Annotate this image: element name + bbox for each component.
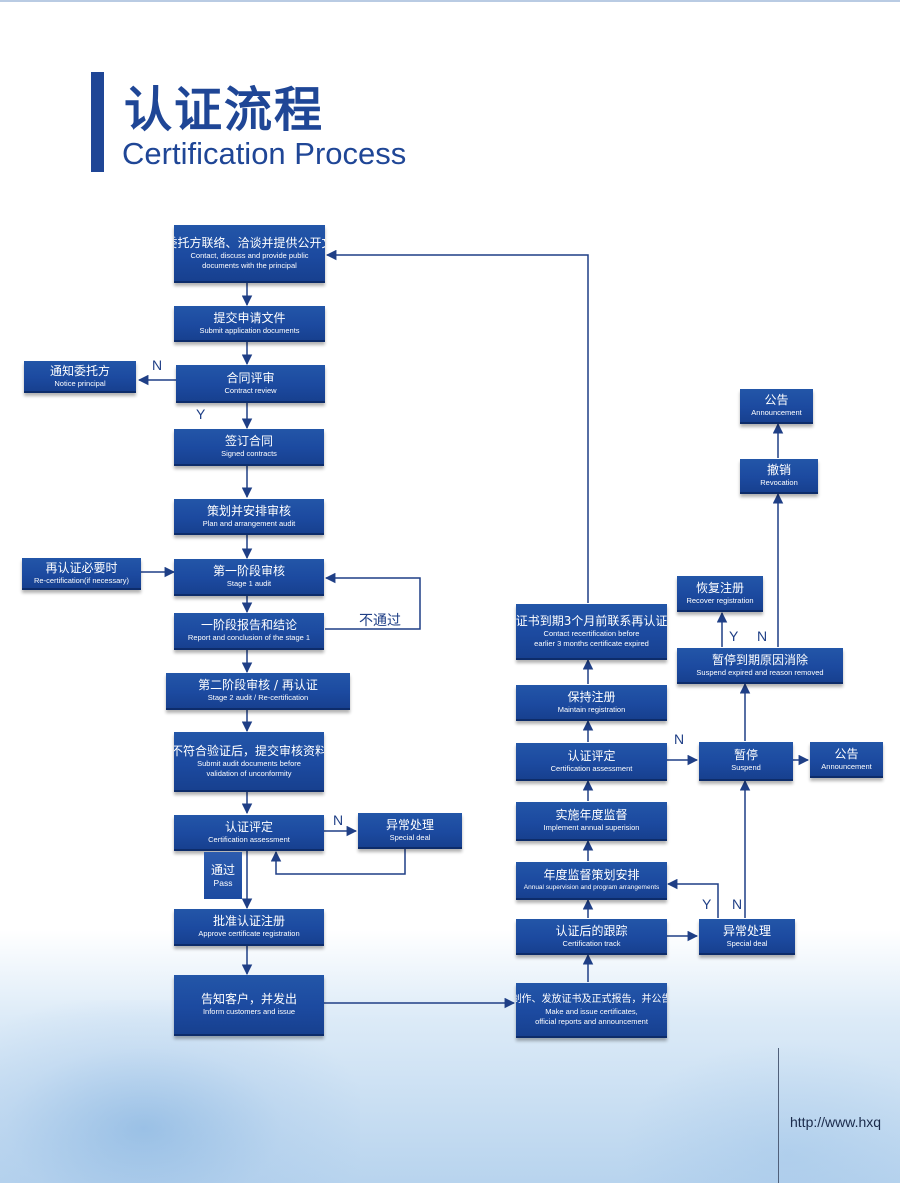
edge-label-n-expired-revocation: N <box>757 628 768 644</box>
arrow-special-return <box>270 849 406 875</box>
page-title-chinese: 认证流程 <box>124 82 325 138</box>
node-signed-contracts: 签订合同 Signed contracts <box>174 429 324 466</box>
node-maintain-registration: 保持注册 Maintain registration <box>516 685 667 721</box>
node-notice-principal: 通知委托方 Notice principal <box>24 361 136 393</box>
node-announcement-top: 公告 Announcement <box>740 389 813 424</box>
node-revocation: 撤销 Revocation <box>740 459 818 494</box>
edge-label-fail-stage1: 不通过 <box>359 613 401 629</box>
node-submit-application: 提交申请文件 Submit application documents <box>174 306 325 342</box>
node-certification-track: 认证后的跟踪 Certification track <box>516 919 667 955</box>
node-approve-registration: 批准认证注册 Approve certificate registration <box>174 909 324 946</box>
arrow-special-annualplan <box>666 878 719 918</box>
arrow-recert-contact <box>325 249 589 603</box>
website-url[interactable]: http://www.hxq <box>790 1114 882 1130</box>
arrow-report-fail-loop <box>324 572 421 630</box>
edge-label-y-expired-recover: Y <box>729 628 739 644</box>
node-stage2-audit: 第二阶段审核 / 再认证 Stage 2 audit / Re-certific… <box>166 673 350 710</box>
edge-label-n-review-notice: N <box>152 357 163 373</box>
edge-label-n-assess-special: N <box>333 812 344 828</box>
node-make-issue-certificates: 制作、发放证书及正式报告，并公告 Make and issue certific… <box>516 983 667 1038</box>
node-certification-assessment-left: 认证评定 Certification assessment <box>174 815 324 851</box>
title-accent-bar <box>91 72 104 172</box>
node-suspend: 暂停 Suspend <box>699 742 793 781</box>
node-certification-assessment-right: 认证评定 Certification assessment <box>516 743 667 781</box>
node-contract-review: 合同评审 Contract review <box>176 365 325 403</box>
node-plan-audit: 策划并安排审核 Plan and arrangement audit <box>174 499 324 535</box>
node-contact-principal: 与委托方联络、洽谈并提供公开文件 Contact, discuss and pr… <box>174 225 325 283</box>
node-stage1-audit: 第一阶段审核 Stage 1 audit <box>174 559 324 596</box>
node-special-deal-right: 异常处理 Special deal <box>699 919 795 955</box>
node-recertification-necessary: 再认证必要时 Re-certification(if necessary) <box>22 558 141 590</box>
node-submit-unconformity: 不符合验证后，提交审核资料 Submit audit documents bef… <box>174 732 324 792</box>
node-special-deal-left: 异常处理 Special deal <box>358 813 462 849</box>
node-recover-registration: 恢复注册 Recover registration <box>677 576 763 612</box>
node-contact-recertification: 证书到期3个月前联系再认证 Contact recertification be… <box>516 604 667 660</box>
footer-divider-line <box>778 1048 779 1183</box>
node-annual-supervision-plan: 年度监督策划安排 Annual supervision and program … <box>516 862 667 900</box>
top-border-line <box>0 0 900 2</box>
page-title-english: Certification Process <box>122 136 407 171</box>
background-pattern-graphic <box>620 1040 900 1183</box>
node-announcement-middle: 公告 Announcement <box>810 742 883 778</box>
edge-label-y-review-signed: Y <box>196 406 206 422</box>
node-implement-annual-supervision: 实施年度监督 Implement annual superision <box>516 802 667 841</box>
pass-label-block: 通过 Pass <box>204 852 242 899</box>
edge-label-n-assess-suspend: N <box>674 731 685 747</box>
edge-label-y-special-annual: Y <box>702 896 712 912</box>
node-suspend-expired: 暂停到期原因消除 Suspend expired and reason remo… <box>677 648 843 684</box>
node-inform-customers: 告知客户，并发出 Inform customers and issue <box>174 975 324 1036</box>
node-stage1-report: 一阶段报告和结论 Report and conclusion of the st… <box>174 613 324 650</box>
edge-label-n-special-suspend: N <box>732 896 743 912</box>
